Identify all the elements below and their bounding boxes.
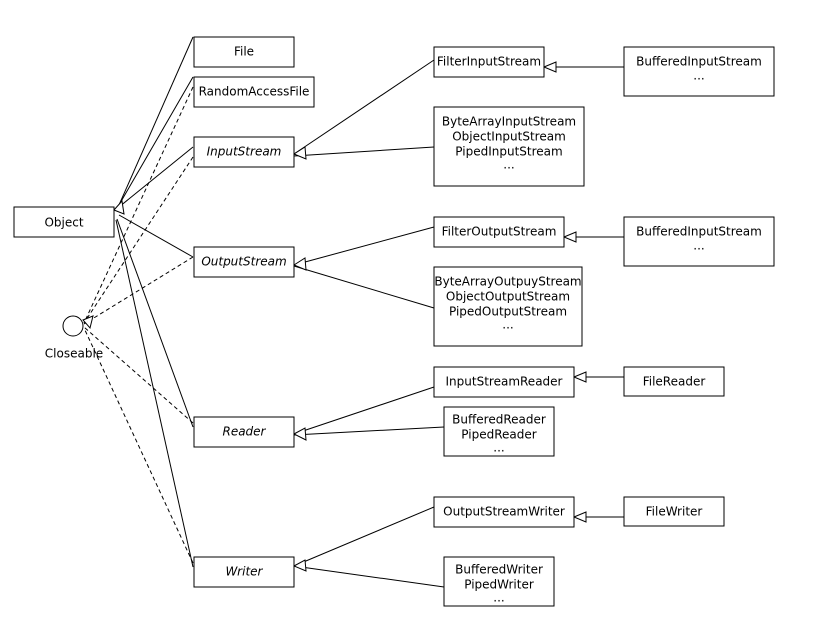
inputstream-node: InputStream bbox=[193, 136, 295, 168]
closeable-node: Closeable bbox=[45, 315, 103, 361]
filterinputstream-label: FilterInputStream bbox=[437, 55, 541, 69]
bufferedinputstream-1-line-1: BufferedInputStream bbox=[636, 55, 762, 69]
edges bbox=[83, 36, 624, 588]
object-node: Object bbox=[13, 206, 115, 238]
edge-filteroutputstream-outputstream bbox=[293, 226, 435, 266]
filterinputstream-node: FilterInputStream bbox=[433, 46, 545, 78]
bufferedinputstream-node-2: BufferedInputStream ... bbox=[623, 216, 775, 267]
closeable-label: Closeable bbox=[45, 347, 103, 361]
file-label: File bbox=[234, 45, 254, 59]
arrowhead-outputstream bbox=[292, 257, 307, 271]
writer-subclass-line-2: PipedWriter bbox=[464, 578, 534, 592]
outputstreamwriter-node: OutputStreamWriter bbox=[433, 496, 575, 528]
outputstream-subclass-line-4: ... bbox=[502, 318, 513, 332]
reader-subclasses-node: BufferedReader PipedReader ... bbox=[443, 406, 555, 457]
arrowhead-closeable bbox=[82, 315, 94, 330]
edge-bufferedreader-reader bbox=[293, 426, 445, 436]
edge-outputstream-closeable bbox=[83, 256, 194, 325]
arrowhead-writer bbox=[292, 559, 307, 572]
filereader-node: FileReader bbox=[623, 366, 725, 397]
filereader-label: FileReader bbox=[643, 375, 706, 389]
outputstream-subclasses-node: ByteArrayOutpuyStream ObjectOutputStream… bbox=[433, 266, 583, 347]
outputstreamwriter-label: OutputStreamWriter bbox=[443, 505, 565, 519]
closeable-lollipop-icon bbox=[62, 315, 84, 337]
writer-subclass-line-1: BufferedWriter bbox=[455, 563, 543, 577]
edge-outputstream-object bbox=[118, 214, 194, 258]
arrowhead-inputstream bbox=[292, 146, 307, 160]
arrowhead-object bbox=[113, 199, 125, 215]
reader-subclass-line-1: BufferedReader bbox=[452, 413, 546, 427]
writer-subclass-line-3: ... bbox=[493, 591, 504, 605]
edge-writer-closeable bbox=[83, 327, 194, 564]
outputstream-label: OutputStream bbox=[201, 255, 286, 269]
reader-subclass-line-2: PipedReader bbox=[461, 428, 536, 442]
writer-label: Writer bbox=[226, 565, 264, 579]
edge-writer-object bbox=[115, 219, 194, 568]
reader-label: Reader bbox=[222, 425, 266, 439]
inputstream-subclass-line-2: ObjectInputStream bbox=[452, 130, 566, 144]
edge-filterinputstream-inputstream bbox=[293, 59, 435, 155]
filteroutputstream-label: FilterOutputStream bbox=[442, 225, 557, 239]
arrowheads bbox=[82, 61, 587, 572]
filteroutputstream-node: FilterOutputStream bbox=[433, 216, 565, 248]
reader-subclass-line-3: ... bbox=[493, 441, 504, 455]
arrowhead-reader bbox=[292, 427, 307, 441]
inputstream-label: InputStream bbox=[207, 145, 282, 159]
writer-node: Writer bbox=[193, 556, 295, 588]
bufferedinputstream-node-1: BufferedInputStream ... bbox=[623, 46, 775, 97]
inputstream-subclass-line-1: ByteArrayInputStream bbox=[442, 115, 576, 129]
bufferedinputstream-2-line-2: ... bbox=[693, 239, 704, 253]
outputstream-subclass-line-2: ObjectOutputStream bbox=[446, 290, 570, 304]
bufferedinputstream-2-line-1: BufferedInputStream bbox=[636, 225, 762, 239]
edge-reader-closeable bbox=[83, 326, 194, 424]
arrowhead-filteroutputstream bbox=[562, 231, 577, 243]
edge-randomaccessfile-closeable bbox=[83, 86, 194, 324]
inputstream-subclass-line-4: ... bbox=[503, 158, 514, 172]
edge-bytearrayoutputstream-outputstream bbox=[293, 265, 435, 309]
edge-bytearrayinputstream-inputstream bbox=[293, 146, 435, 157]
writer-subclasses-node: BufferedWriter PipedWriter ... bbox=[443, 556, 555, 607]
filewriter-node: FileWriter bbox=[623, 496, 725, 527]
inputstream-subclass-line-3: PipedInputStream bbox=[455, 145, 562, 159]
edge-randomaccessfile-object bbox=[118, 76, 194, 206]
inputstreamreader-label: InputStreamReader bbox=[446, 375, 563, 389]
randomaccessfile-label: RandomAccessFile bbox=[199, 85, 310, 99]
arrowhead-inputstreamreader bbox=[572, 371, 587, 383]
filewriter-label: FileWriter bbox=[646, 505, 703, 519]
edge-inputstream-closeable bbox=[83, 156, 194, 324]
outputstream-node: OutputStream bbox=[193, 246, 295, 278]
outputstream-subclass-line-3: PipedOutputStream bbox=[449, 305, 567, 319]
file-node: File bbox=[193, 36, 295, 68]
edge-inputstreamreader-reader bbox=[293, 386, 435, 435]
randomaccessfile-node: RandomAccessFile bbox=[193, 76, 315, 108]
edge-bufferedwriter-writer bbox=[293, 565, 445, 588]
outputstream-subclass-line-1: ByteArrayOutpuyStream bbox=[434, 275, 581, 289]
edge-file-object bbox=[118, 36, 194, 206]
reader-node: Reader bbox=[193, 416, 295, 448]
edge-inputstream-object bbox=[118, 146, 194, 208]
inputstream-subclasses-node: ByteArrayInputStream ObjectInputStream P… bbox=[433, 106, 585, 187]
object-label: Object bbox=[44, 216, 83, 230]
bufferedinputstream-1-line-2: ... bbox=[693, 69, 704, 83]
arrowhead-outputstreamwriter bbox=[572, 511, 587, 523]
inputstreamreader-node: InputStreamReader bbox=[433, 366, 575, 398]
arrowhead-filterinputstream bbox=[542, 61, 557, 73]
edge-outputstreamwriter-writer bbox=[293, 506, 435, 567]
